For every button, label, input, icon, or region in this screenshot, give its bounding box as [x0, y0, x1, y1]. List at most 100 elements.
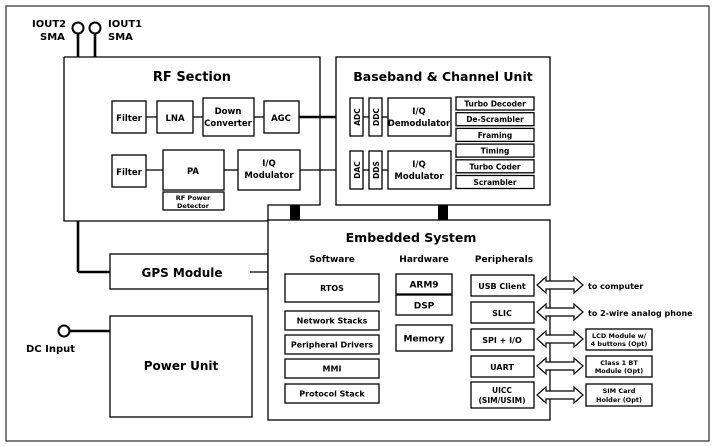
baseband-function-label: Turbo Coder	[469, 162, 521, 171]
gps-module-box	[109, 253, 269, 290]
hardware-item-box	[395, 324, 453, 352]
lna-label: LNA	[165, 114, 185, 124]
pa-label: PA	[187, 167, 199, 177]
rf-iq-modulator-label-1: I/Q	[262, 159, 276, 169]
uart-block	[470, 355, 535, 378]
hardware-item-box	[395, 273, 453, 295]
uart-label: UART	[490, 363, 514, 372]
tx-filter-label: Filter	[116, 168, 142, 178]
software-item-box	[284, 273, 380, 303]
software-item-box	[284, 310, 380, 331]
baseband-function-label: Turbo Decoder	[464, 100, 526, 109]
software-item-label: Peripheral Drivers	[291, 341, 374, 350]
hardware-item-label: ARM9	[409, 281, 438, 291]
baseband-function-label: Framing	[478, 131, 513, 140]
bidirectional-arrow	[536, 275, 584, 295]
software-item-box	[284, 383, 380, 404]
peripherals-heading: Peripherals	[475, 255, 533, 265]
embedded-system-title: Embedded System	[346, 230, 477, 245]
baseband-function-box	[455, 112, 535, 127]
baseband-function-label: Scrambler	[473, 178, 516, 187]
rf-iq-modulator-block	[237, 149, 301, 191]
software-item-box	[284, 334, 380, 355]
tx-filter-block	[111, 154, 147, 188]
adc-label: ADC	[353, 108, 362, 126]
iout2-label: IOUT2	[32, 19, 66, 30]
rx-filter-label: Filter	[116, 114, 142, 124]
baseband-function-box	[455, 96, 535, 111]
baseband-function-box	[455, 127, 535, 143]
software-item-box	[284, 358, 380, 379]
rf-power-detector-label-2: Detector	[177, 202, 210, 210]
uicc-label-1: UICC	[492, 386, 512, 395]
software-heading: Software	[309, 255, 355, 265]
bb-iq-modulator-label-1: I/Q	[412, 160, 426, 170]
lcd-module-label-2: 4 buttons (Opt)	[591, 340, 648, 348]
bb-iq-modulator-block	[387, 150, 452, 190]
software-item-label: RTOS	[320, 284, 344, 293]
sim-holder-label-2: Holder (Opt)	[596, 396, 642, 404]
uicc-label-2: (SIM/USIM)	[479, 396, 526, 405]
dds-label: DDS	[372, 161, 381, 179]
rf-to-embedded-bus	[290, 205, 300, 220]
baseband-title: Baseband & Channel Unit	[353, 69, 532, 84]
down-converter-label-2: Converter	[204, 119, 252, 129]
hardware-heading: Hardware	[399, 255, 448, 265]
spi-io-block	[470, 328, 535, 351]
bidirectional-arrow	[536, 329, 584, 349]
rf-power-detector-block	[162, 191, 225, 211]
sim-holder-label-1: SIM Card	[603, 387, 636, 395]
iq-demodulator-label-2: Demodulator	[388, 119, 451, 129]
to-computer-label: to computer	[588, 282, 643, 291]
agc-label: AGC	[271, 114, 291, 124]
software-item-label: Network Stacks	[297, 317, 368, 326]
sim-holder-block	[585, 383, 653, 407]
hardware-item-box	[395, 294, 453, 316]
down-converter-block	[202, 97, 255, 137]
peripheral-arrows	[536, 275, 584, 405]
bt-module-block	[585, 355, 653, 378]
iout2-sma-label: SMA	[40, 32, 65, 43]
baseband-function-box	[455, 159, 535, 174]
hardware-item-label: Memory	[404, 335, 445, 345]
iq-demodulator-block	[387, 97, 452, 137]
bidirectional-arrow	[536, 385, 584, 405]
hardware-item-label: DSP	[414, 302, 435, 312]
spi-io-label: SPI + I/O	[482, 336, 522, 345]
baseband-function-list: Turbo DecoderDe-ScramblerFramingTimingTu…	[455, 96, 535, 190]
baseband-function-box	[455, 174, 535, 190]
uicc-block	[470, 381, 535, 409]
usb-client-label: USB Client	[478, 282, 526, 291]
ddc-label: DDC	[372, 108, 381, 126]
usb-client-block	[470, 274, 535, 297]
bidirectional-arrow	[536, 302, 584, 322]
rx-filter-block	[111, 100, 147, 134]
slic-block	[470, 301, 535, 324]
iq-demodulator-label-1: I/Q	[412, 107, 426, 117]
gps-module-label: GPS Module	[141, 266, 222, 280]
rf-iq-modulator-label-2: Modulator	[244, 171, 294, 181]
bt-module-label-2: Module (Opt)	[595, 367, 643, 375]
rf-section-title: RF Section	[153, 70, 231, 85]
dc-input-connector	[57, 324, 71, 338]
iout1-sma-label: SMA	[108, 32, 133, 43]
baseband-function-label: Timing	[481, 147, 510, 156]
power-unit-box	[109, 315, 253, 418]
dac-label: DAC	[353, 161, 362, 179]
down-converter-label-1: Down	[215, 107, 242, 117]
bb-iq-modulator-label-2: Modulator	[394, 172, 444, 182]
power-unit-label: Power Unit	[144, 359, 219, 373]
software-item-label: MMI	[323, 365, 342, 374]
to-phone-label: to 2-wire analog phone	[588, 309, 693, 318]
slic-label: SLIC	[492, 309, 512, 318]
lcd-module-label-1: LCD Module w/	[592, 332, 647, 340]
bidirectional-arrow	[536, 356, 584, 376]
baseband-function-box	[455, 143, 535, 158]
baseband-to-embedded-bus	[438, 205, 448, 220]
outer-frame	[5, 5, 710, 442]
iout1-label: IOUT1	[108, 19, 142, 30]
